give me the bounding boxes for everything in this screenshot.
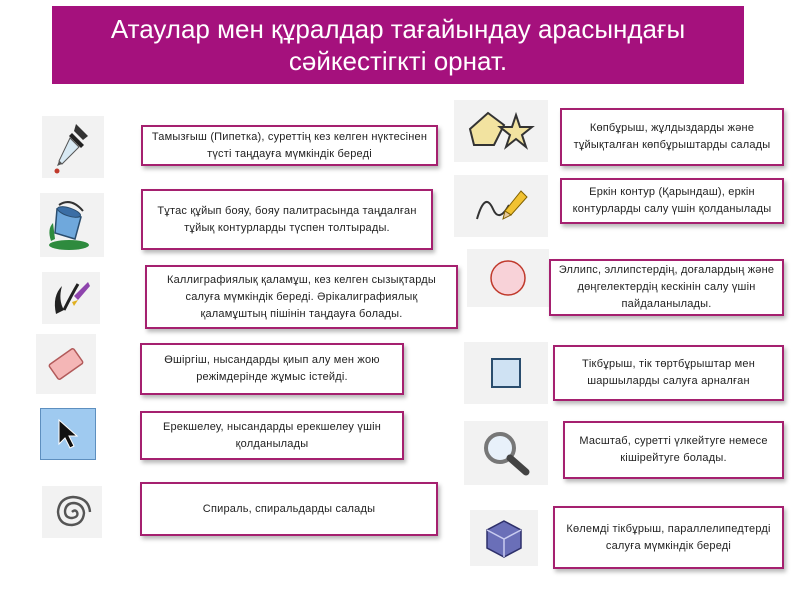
rectangle-description: Тікбұрыш, тік төртбұрыштар мен шаршылард… [553, 345, 784, 401]
eraser-description: Өшіргіш, нысандарды қиып алу мен жою реж… [140, 343, 404, 395]
magnifier-description: Масштаб, суретті үлкейтуге немесе кішіре… [563, 421, 784, 479]
spiral-icon[interactable] [42, 486, 102, 538]
cube-icon[interactable] [470, 510, 538, 566]
paint-bucket-description: Тұтас құйып бояу, бояу палитрасында таңд… [141, 189, 433, 250]
rectangle-icon[interactable] [464, 342, 548, 404]
polygon-star-description: Көпбұрыш, жұлдыздарды және тұйықталған к… [560, 108, 784, 166]
pencil-icon[interactable] [454, 175, 548, 237]
magnifier-icon[interactable] [464, 421, 548, 485]
pipette-description: Тамызғыш (Пипетка), суреттің кез келген … [141, 125, 438, 166]
pipette-icon[interactable] [42, 116, 104, 178]
select-arrow-icon[interactable] [40, 408, 96, 460]
ellipse-icon[interactable] [467, 249, 549, 307]
title-line-2: сәйкестігкті орнат. [288, 46, 508, 76]
ellipse-description: Эллипс, эллипстердің, доғалардың және дө… [549, 259, 784, 316]
polygon-star-icon[interactable] [454, 100, 548, 162]
cube-description: Көлемді тікбұрыш, параллелипедтерді салу… [553, 506, 784, 569]
calligraphy-pen-description: Каллиграфиялық қаламұш, кез келген сызық… [145, 265, 458, 329]
eraser-icon[interactable] [36, 334, 96, 394]
select-description: Ерекшелеу, нысандарды ерекшелеу үшін қол… [140, 411, 404, 460]
pencil-description: Еркін контур (Қарындаш), еркін контурлар… [560, 178, 784, 224]
paint-bucket-icon[interactable] [40, 193, 104, 257]
title-banner: Атаулар мен құралдар тағайындау арасында… [52, 6, 744, 84]
title-line-1: Атаулар мен құралдар тағайындау арасында… [110, 14, 686, 44]
calligraphy-pen-icon[interactable] [42, 272, 100, 324]
spiral-description: Спираль, спиральдарды салады [140, 482, 438, 536]
